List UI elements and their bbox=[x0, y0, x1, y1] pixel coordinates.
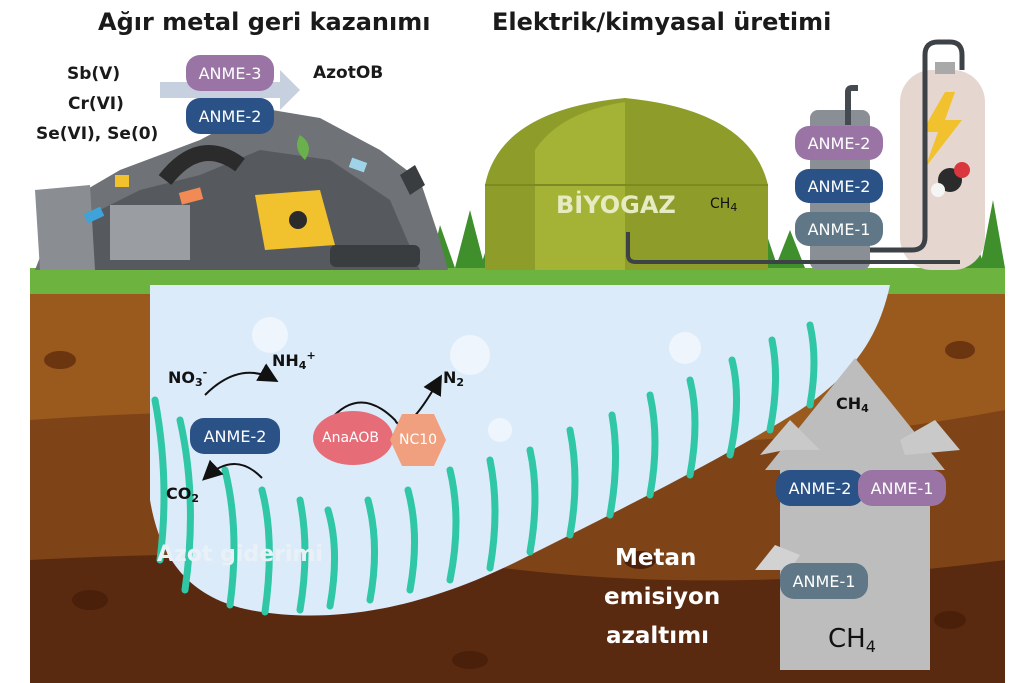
debris-leaf bbox=[296, 135, 309, 160]
caption-methane-line1: Metan bbox=[615, 545, 697, 571]
anaaob-label: AnaAOB bbox=[322, 430, 379, 446]
energy-cylinder bbox=[900, 70, 985, 270]
title-metal-recovery: Ağır metal geri kazanımı bbox=[98, 8, 431, 36]
chem-ch4-bottom-subscript: 4 bbox=[865, 637, 876, 656]
title-electric-chemical: Elektrik/kimyasal üretimi bbox=[492, 8, 832, 36]
pill-anme3: ANME-3 bbox=[186, 55, 274, 91]
water-bubble bbox=[669, 332, 701, 364]
azotob-label: AzotOB bbox=[313, 63, 384, 83]
caption-methane-line2: emisiyon bbox=[604, 584, 721, 610]
debris-orange bbox=[178, 187, 204, 205]
chem-ch4-top-subscript: 4 bbox=[861, 402, 869, 415]
molecule-atom-red bbox=[954, 162, 970, 178]
molecule-atom-white bbox=[931, 183, 945, 197]
debris-lightblue bbox=[348, 157, 368, 173]
soil-pebble bbox=[452, 651, 488, 669]
anaaob-ellipse bbox=[313, 411, 393, 465]
chem-n2: N2 bbox=[443, 368, 464, 389]
caption-methane-line3: azaltımı bbox=[606, 623, 710, 649]
chem-co2: CO2 bbox=[166, 484, 199, 505]
pill-anme1-lower-label: ANME-1 bbox=[792, 571, 856, 591]
chem-n2-subscript: 2 bbox=[456, 376, 465, 389]
pill-tank-anme2-top-label: ANME-2 bbox=[807, 133, 871, 153]
pill-anme2-methane: ANME-2 bbox=[776, 470, 864, 506]
chem-co2-subscript: 2 bbox=[191, 492, 199, 505]
trash-can bbox=[35, 185, 95, 270]
pill-tank-anme2-label: ANME-2 bbox=[807, 176, 871, 196]
chem-ch4-top: CH4 bbox=[836, 394, 869, 415]
metal-se: Se(VI), Se(0) bbox=[36, 124, 159, 144]
trash-bag bbox=[400, 165, 425, 195]
soil-pebble bbox=[44, 351, 76, 369]
water-bubble bbox=[252, 317, 288, 353]
soil-pebble bbox=[72, 590, 108, 610]
soil-pebble bbox=[945, 341, 975, 359]
chem-n2-text: N bbox=[443, 368, 457, 387]
chem-ch4-top-text: CH bbox=[836, 394, 862, 413]
pill-anme2-landfill-label: ANME-2 bbox=[198, 106, 262, 126]
arrow-to-co2 bbox=[202, 459, 263, 481]
metal-sb: Sb(V) bbox=[67, 64, 121, 84]
landfill-tire bbox=[158, 145, 245, 186]
chem-ch4-bottom: CH4 bbox=[828, 624, 876, 656]
pill-anme2-methane-label: ANME-2 bbox=[788, 478, 852, 498]
soil-pebble bbox=[934, 611, 966, 629]
pill-tank-anme1-label: ANME-1 bbox=[807, 219, 871, 239]
debris-blue bbox=[83, 206, 105, 224]
chem-nh4-text: NH bbox=[272, 351, 299, 370]
pill-anme2-nitrogen: ANME-2 bbox=[190, 418, 280, 454]
biogas-pipe bbox=[626, 232, 960, 264]
chem-no3-superscript: - bbox=[202, 366, 208, 379]
chem-nh4: NH4+ bbox=[272, 349, 316, 372]
pill-tank-anme2: ANME-2 bbox=[795, 169, 883, 203]
radiation-icon bbox=[289, 211, 307, 229]
biogas-ch4-text: CH bbox=[710, 196, 731, 212]
cylinder-pipe bbox=[870, 39, 965, 253]
chem-nh4-superscript: + bbox=[306, 349, 316, 362]
pill-tank-anme2-top: ANME-2 bbox=[795, 126, 883, 160]
tank-valve bbox=[845, 85, 858, 125]
pill-anme2-nitrogen-label: ANME-2 bbox=[203, 426, 267, 446]
biogas-ch4: CH4 bbox=[710, 196, 737, 214]
nc10-label: NC10 bbox=[399, 432, 438, 448]
soil-pebble bbox=[624, 551, 656, 569]
metal-cr: Cr(VI) bbox=[68, 94, 124, 114]
biogas-ch4-subscript: 4 bbox=[730, 201, 738, 214]
cylinder-cap bbox=[935, 62, 955, 74]
nc10-hexagon bbox=[390, 414, 446, 466]
debris-yellow bbox=[115, 175, 129, 187]
caption-nitrogen-removal: Azot giderimi bbox=[157, 542, 323, 567]
pill-anme3-label: ANME-3 bbox=[198, 63, 262, 83]
landfill-crate bbox=[110, 205, 190, 260]
chem-no3-text: NO bbox=[168, 368, 195, 387]
chem-ch4-bottom-text: CH bbox=[828, 624, 866, 654]
biogas-label: BİYOGAZ bbox=[556, 191, 676, 219]
arrow-to-n2 bbox=[329, 374, 442, 426]
lightning-icon bbox=[922, 92, 962, 168]
pill-anme1-methane-label: ANME-1 bbox=[870, 478, 934, 498]
pill-tank-anme1: ANME-1 bbox=[795, 212, 883, 246]
water-bubble bbox=[450, 335, 490, 375]
arrow-no3-to-nh4 bbox=[204, 363, 279, 396]
methane-arrow-right bbox=[900, 420, 960, 455]
chem-no3: NO3- bbox=[168, 366, 207, 389]
chem-no3-subscript: 3 bbox=[195, 376, 203, 389]
pill-anme1-lower: ANME-1 bbox=[780, 563, 868, 599]
chem-nh4-subscript: 4 bbox=[298, 359, 307, 372]
seagrass bbox=[151, 321, 818, 616]
methane-arrow-left bbox=[760, 420, 820, 455]
pill-anme1-methane: ANME-1 bbox=[858, 470, 946, 506]
pill-anme2-landfill: ANME-2 bbox=[186, 98, 274, 134]
chem-co2-text: CO bbox=[166, 484, 192, 503]
landfill-debris bbox=[330, 245, 420, 267]
water-bubble bbox=[488, 418, 512, 442]
